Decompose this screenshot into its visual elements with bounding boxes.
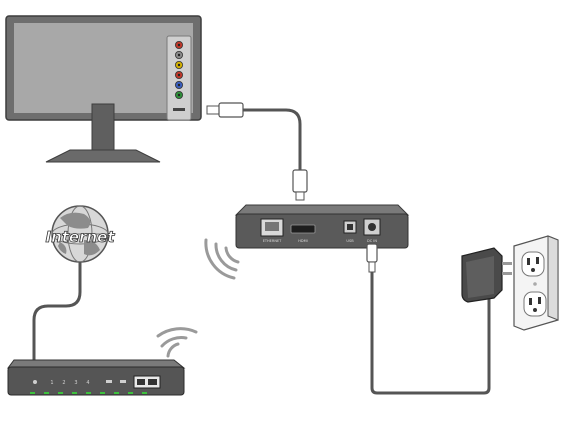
adapter-prong-1	[502, 262, 512, 265]
router-port-label-3: 3	[74, 380, 77, 386]
dc-in-hole	[368, 223, 376, 231]
tv-av-jack-hole	[178, 54, 180, 56]
adapter-prong-2	[502, 272, 512, 275]
socket-top-slot-2	[536, 257, 539, 264]
power-adapter-face	[466, 256, 494, 298]
router-status-led	[30, 392, 35, 394]
router-status-led	[100, 392, 105, 394]
router: 1 2 3 4	[8, 360, 184, 395]
tv-monitor	[6, 16, 201, 162]
router-wps-button	[137, 379, 145, 385]
usb-plug-a	[219, 103, 243, 117]
internet-globe: Internet	[45, 206, 115, 262]
router-wifi-button	[148, 379, 157, 385]
tv-av-jack-hole	[178, 84, 180, 86]
router-status-led	[128, 392, 133, 394]
router-power-icon	[33, 380, 37, 384]
wall-outlet	[514, 236, 558, 330]
socket-bottom-ground	[533, 308, 537, 312]
router-status-led	[114, 392, 119, 394]
power-adapter	[367, 244, 512, 393]
dc-plug	[367, 244, 377, 262]
router-status-leds	[30, 392, 147, 394]
ethernet-port-label: ETHERNET	[263, 239, 282, 243]
outlet-plate-side	[548, 236, 558, 320]
usb-port-label: USB	[346, 239, 354, 243]
tv-av-jack-hole	[178, 94, 180, 96]
internet-cable	[34, 262, 80, 366]
tv-av-jack-hole	[178, 64, 180, 66]
socket-bottom-slot-1	[529, 298, 532, 305]
usb-cable-wire	[243, 110, 300, 170]
usb-plug-b-tip	[296, 192, 304, 200]
dc-in-port-label: DC IN	[367, 239, 377, 243]
router-status-led	[72, 392, 77, 394]
router-status-led	[58, 392, 63, 394]
hdmi-port	[291, 225, 315, 233]
tv-screen	[14, 23, 193, 113]
usb-plug-b	[293, 170, 307, 192]
media-player: ETHERNET HDMI USB DC IN	[236, 205, 408, 248]
ethernet-port-inner	[265, 222, 279, 231]
router-status-led	[44, 392, 49, 394]
router-port-label-4: 4	[86, 380, 89, 386]
router-wan-icon	[106, 380, 112, 383]
router-port-label-2: 2	[62, 380, 65, 386]
media-player-wifi-waves	[206, 240, 238, 278]
usb-plug-tip	[207, 106, 219, 114]
tv-stand-neck	[92, 104, 114, 152]
socket-top-ground	[531, 268, 535, 272]
outlet-socket-top	[522, 252, 544, 276]
outlet-screw	[533, 282, 537, 286]
router-wifi-icon	[120, 380, 126, 383]
router-status-led	[142, 392, 147, 394]
socket-top-slot-1	[527, 258, 530, 265]
dc-plug-boot	[369, 262, 375, 272]
usb-port-inner	[347, 224, 353, 230]
socket-bottom-slot-2	[538, 297, 541, 304]
tv-usb-slot	[173, 108, 185, 111]
router-status-led	[86, 392, 91, 394]
hdmi-port-label: HDMI	[298, 239, 307, 243]
router-wifi-waves	[158, 329, 196, 356]
usb-cable	[207, 103, 307, 200]
tv-stand-base	[46, 150, 160, 162]
tv-av-jack-hole	[178, 74, 180, 76]
internet-label: Internet	[45, 228, 115, 246]
outlet-socket-bottom	[524, 292, 546, 316]
router-port-label-1: 1	[50, 380, 53, 386]
tv-av-jack-hole	[178, 44, 180, 46]
